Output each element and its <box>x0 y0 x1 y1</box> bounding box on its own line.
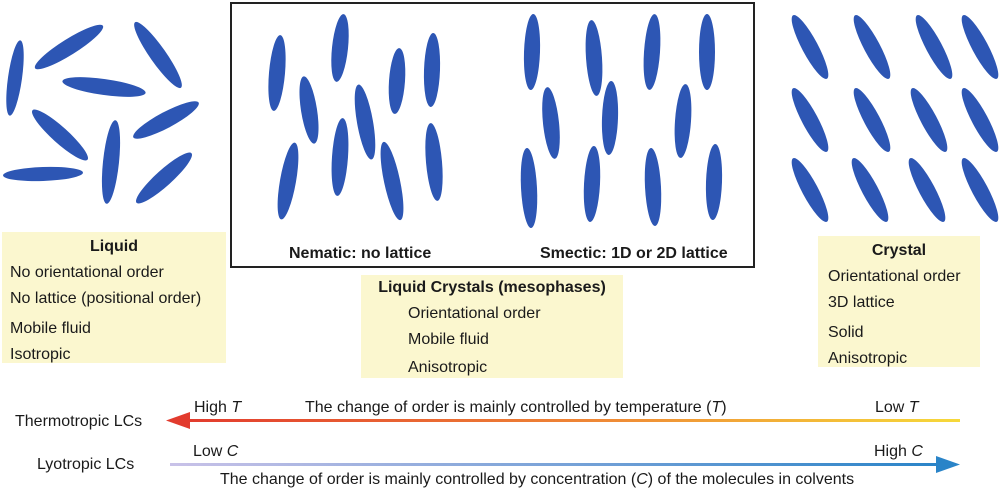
molecule <box>520 148 538 228</box>
molecule <box>643 14 661 90</box>
molecule <box>423 33 441 107</box>
molecule <box>299 76 319 144</box>
molecule <box>31 109 89 161</box>
molecule <box>277 142 299 220</box>
crystal-line: 3D lattice <box>828 294 895 311</box>
crystal-molecules <box>791 14 999 223</box>
molecule <box>354 84 376 160</box>
thermotropic-label: Thermotropic LCs <box>15 413 143 430</box>
molecule <box>331 14 349 82</box>
crystal-line: Orientational order <box>828 268 961 285</box>
molecule <box>101 120 121 204</box>
molecule <box>791 14 829 80</box>
liquid-line: Isotropic <box>10 346 71 363</box>
liquid-crystal-frame <box>230 2 755 268</box>
molecule <box>585 20 603 96</box>
liquid-line: Mobile fluid <box>10 320 91 337</box>
molecule <box>62 77 146 97</box>
liquid-crystals-title: Liquid Crystals (mesophases) <box>378 279 606 296</box>
lyotropic-caption: The change of order is mainly controlled… <box>220 471 855 488</box>
liquid-line: No orientational order <box>10 264 164 281</box>
smectic-molecules <box>520 14 723 228</box>
liquid-box: Liquid No orientational order No lattice… <box>2 232 226 363</box>
molecule <box>134 21 182 89</box>
thermotropic-high-label: High T <box>194 399 242 416</box>
molecule <box>961 14 999 80</box>
molecule <box>915 14 953 80</box>
thermotropic-low-label: Low T <box>875 399 919 416</box>
molecule <box>908 157 946 223</box>
molecule <box>699 14 715 90</box>
molecule <box>791 87 829 153</box>
crystal-box: Crystal Orientational order 3D lattice S… <box>818 236 980 367</box>
molecule <box>961 157 999 223</box>
lyotropic-arrow <box>170 456 960 473</box>
thermotropic-caption: The change of order is mainly controlled… <box>305 399 727 416</box>
thermotropic-arrow <box>166 412 960 429</box>
liquid-crystals-box: Liquid Crystals (mesophases) Orientation… <box>361 275 623 378</box>
molecule <box>133 101 199 139</box>
molecule <box>388 48 406 114</box>
crystal-title: Crystal <box>871 242 927 259</box>
lyotropic-label: Lyotropic LCs <box>37 456 135 473</box>
smectic-label: Smectic: 1D or 2D lattice <box>540 245 728 262</box>
liquid-crystals-line: Mobile fluid <box>408 331 489 348</box>
nematic-label: Nematic: no lattice <box>289 245 432 262</box>
molecule <box>853 14 891 80</box>
molecule <box>853 87 891 153</box>
molecule <box>961 87 999 153</box>
molecule <box>705 144 723 220</box>
molecule <box>380 141 404 221</box>
molecule <box>542 87 560 159</box>
molecule <box>425 123 443 201</box>
molecule <box>331 118 349 196</box>
liquid-title: Liquid <box>90 238 138 255</box>
liquid-crystals-line: Anisotropic <box>408 359 488 376</box>
molecule <box>601 81 619 155</box>
lyotropic-high-label: High C <box>874 443 923 460</box>
molecule <box>523 14 541 90</box>
liquid-molecules <box>3 21 199 204</box>
molecule <box>851 157 889 223</box>
molecule <box>910 87 948 153</box>
molecule <box>6 40 24 116</box>
nematic-molecules <box>268 14 443 221</box>
molecule <box>644 148 662 226</box>
molecule <box>34 24 104 70</box>
molecule <box>791 157 829 223</box>
liquid-crystals-line: Orientational order <box>408 305 541 322</box>
molecule <box>268 35 286 111</box>
crystal-line: Solid <box>828 324 864 341</box>
molecule <box>135 152 193 204</box>
molecule <box>674 84 692 158</box>
liquid-line: No lattice (positional order) <box>10 290 202 307</box>
molecule <box>3 166 83 182</box>
lyotropic-low-label: Low C <box>193 443 239 460</box>
molecule <box>583 146 601 222</box>
crystal-line: Anisotropic <box>828 350 908 367</box>
